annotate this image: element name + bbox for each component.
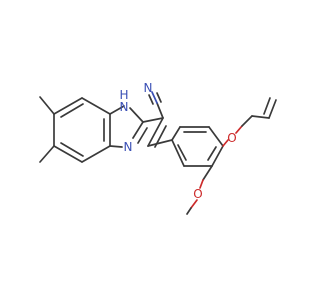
imidazole-ring: [109, 105, 148, 148]
methyl-bond-upper: [39, 96, 55, 115]
chemical-structure-diagram: H N N N O O: [39, 81, 277, 215]
methoxy-group: [186, 165, 213, 215]
nitrile-nitrogen-label: N: [144, 81, 153, 95]
phenyl-ring: [171, 126, 224, 167]
vinyl-bond: [147, 117, 164, 147]
allyloxy-group: [222, 97, 277, 147]
atom-labels: H N N N O O: [119, 81, 236, 201]
nh-hydrogen-label: H: [119, 88, 128, 102]
acrylonitrile-chain: [142, 91, 167, 148]
benzimidazole-benzene-ring: [53, 97, 111, 163]
nitrile-bond-n: [151, 91, 158, 104]
imidazole-nitrogen-label: N: [124, 140, 133, 154]
vinyl-to-phenyl-bond: [147, 139, 173, 147]
methoxy-oxygen-label: O: [193, 187, 202, 201]
methyl-bond-lower: [39, 145, 55, 163]
nh-nitrogen-label: N: [120, 100, 129, 114]
ether-oxygen-label: O: [227, 131, 236, 145]
nitrile-bond-c: [156, 102, 164, 119]
ring-to-vinyl-bond: [142, 117, 164, 123]
methyl-groups: [39, 96, 55, 163]
